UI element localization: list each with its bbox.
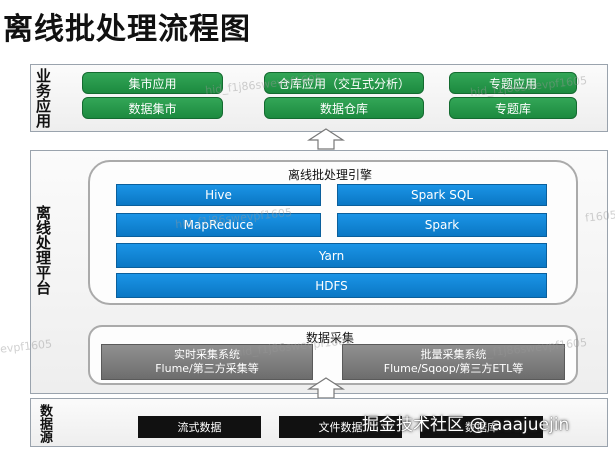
mapreduce-box: MapReduce [116, 213, 321, 237]
file-data-box: 文件数据 [279, 416, 402, 438]
page-title: 离线批处理流程图 [3, 12, 251, 47]
topic-db-box: 专题库 [449, 97, 577, 119]
watermark: f1605 [584, 208, 615, 225]
batch-collection-line1: 批量采集系统 [420, 348, 487, 361]
warehouse-app-box: 仓库应用（交互式分析） [264, 72, 424, 94]
batch-collection-box: 批量采集系统 Flume/Sqoop/第三方ETL等 [342, 344, 565, 380]
arrow-up-icon [306, 377, 346, 399]
yarn-box: Yarn [116, 243, 547, 268]
stream-data-box: 流式数据 [138, 416, 261, 438]
source-section-label: 数据源 [37, 403, 52, 443]
data-mart-box: 数据集市 [82, 97, 223, 119]
batch-collection-line2: Flume/Sqoop/第三方ETL等 [383, 362, 524, 375]
hdfs-box: HDFS [116, 273, 547, 298]
mart-app-box: 集市应用 [82, 72, 223, 94]
realtime-collection-line2: Flume/第三方采集等 [155, 362, 259, 375]
spark-sql-box: Spark SQL [337, 184, 547, 206]
credit-watermark: 掘金技术社区 @ aaajuejin [362, 415, 570, 435]
processing-section-label: 离线处理平台 [34, 205, 52, 295]
spark-box: Spark [337, 213, 547, 237]
realtime-collection-box: 实时采集系统 Flume/第三方采集等 [101, 344, 313, 380]
database-box: 数据库 [420, 416, 543, 438]
topic-app-box: 专题应用 [449, 72, 577, 94]
realtime-collection-line1: 实时采集系统 [174, 348, 240, 361]
data-warehouse-box: 数据仓库 [264, 97, 424, 119]
hive-box: Hive [116, 184, 321, 206]
collection-title: 数据采集 [305, 331, 354, 345]
engine-title: 离线批处理引擎 [287, 168, 372, 182]
arrow-up-icon [306, 128, 346, 150]
business-section-label: 业务应用 [34, 68, 52, 128]
